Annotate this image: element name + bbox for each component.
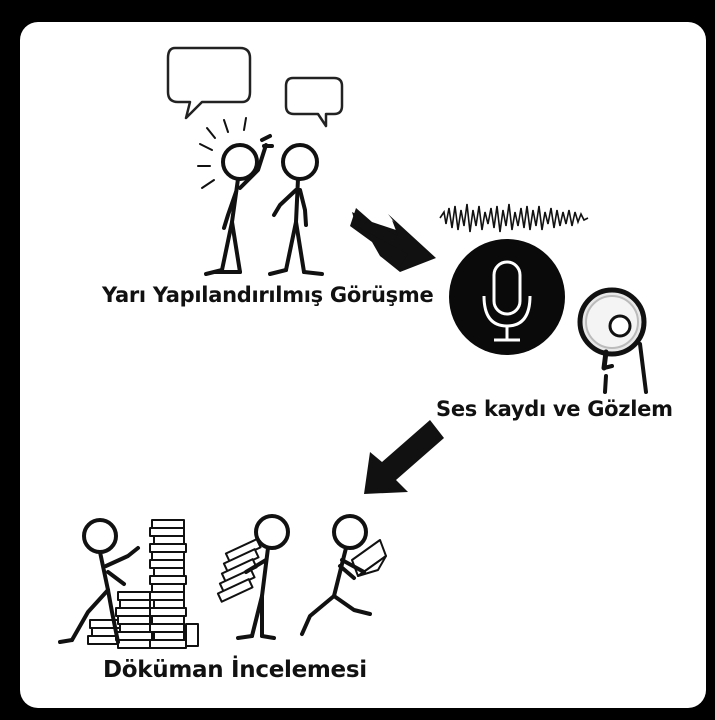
speech-bubble-large-icon <box>166 46 252 120</box>
arrow-down-left-icon <box>364 420 444 494</box>
document-figures-icon <box>58 514 387 649</box>
sound-wave-icon <box>439 203 589 233</box>
speech-bubble-small-icon <box>284 76 344 128</box>
label-interview: Yarı Yapılandırılmış Görüşme <box>102 283 434 307</box>
interview-figures-icon <box>197 117 324 276</box>
magnifier-figure-icon <box>577 287 648 394</box>
microphone-icon <box>449 239 565 355</box>
label-record-observation: Ses kaydı ve Gözlem <box>436 397 673 421</box>
label-document-review: Döküman İncelemesi <box>103 657 367 683</box>
